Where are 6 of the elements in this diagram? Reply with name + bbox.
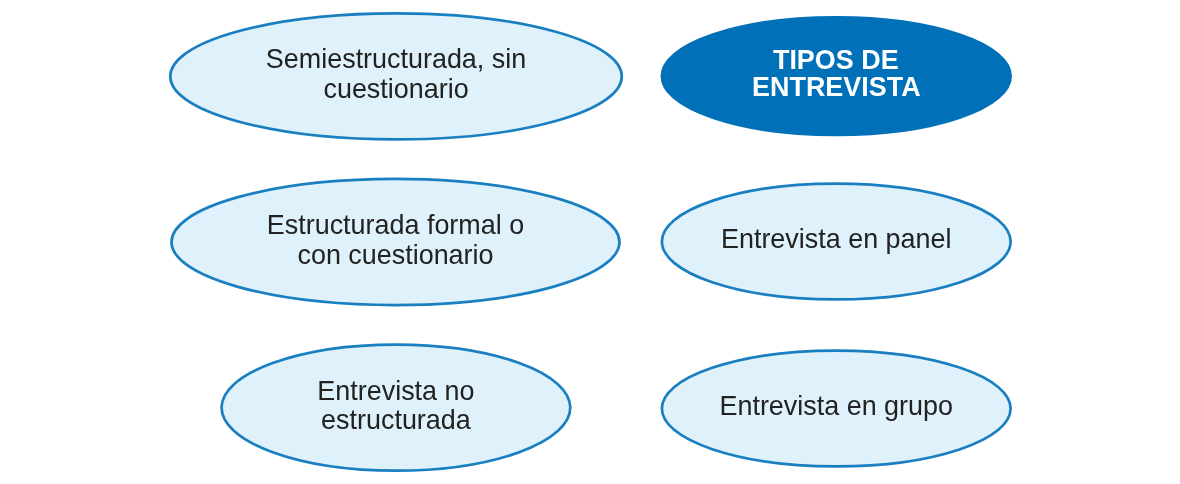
node-ellipse: Entrevista en panel [660, 182, 1012, 301]
node-ellipse: Entrevista no estructurada [219, 343, 572, 473]
node-ellipse: Entrevista en grupo [660, 349, 1012, 468]
node-ellipse: TIPOS DE ENTREVISTA [660, 16, 1012, 137]
node-ellipse: Semiestructurada, sin cuestionario [168, 11, 623, 141]
node-ellipse: Estructurada formal o con cuestionario [169, 177, 621, 307]
